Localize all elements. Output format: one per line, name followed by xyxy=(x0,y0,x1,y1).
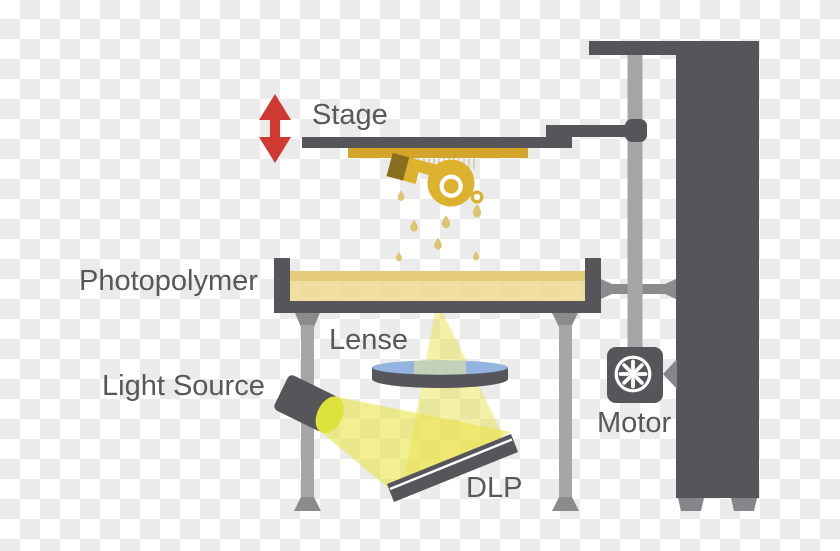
lens xyxy=(372,360,508,388)
stage-bar xyxy=(302,137,572,148)
rail-joint xyxy=(625,119,647,142)
vat-leg-right xyxy=(552,313,579,511)
motor-label: Motor xyxy=(597,407,672,439)
up-down-arrow-icon xyxy=(259,94,291,163)
frame-tower xyxy=(589,41,759,498)
light-source-label: Light Source xyxy=(102,370,265,402)
light-beam xyxy=(321,397,511,492)
tower-feet xyxy=(678,498,757,511)
light-source-lamp xyxy=(274,375,344,434)
carriage-rail xyxy=(627,54,643,347)
lense-label: Lense xyxy=(329,324,409,356)
resin-surface xyxy=(290,271,585,281)
build-platform xyxy=(348,148,528,158)
motor xyxy=(607,347,677,403)
dlp-label: DLP xyxy=(466,472,523,504)
stage-label: Stage xyxy=(312,99,388,131)
printed-object-whistle xyxy=(386,152,484,207)
dlp-mirror xyxy=(387,434,518,502)
resin-vat xyxy=(274,258,601,313)
photopolymer-label: Photopolymer xyxy=(79,265,258,297)
stage-assembly xyxy=(302,119,647,148)
motor-fan-icon xyxy=(614,355,652,393)
stage-arm xyxy=(546,125,631,137)
